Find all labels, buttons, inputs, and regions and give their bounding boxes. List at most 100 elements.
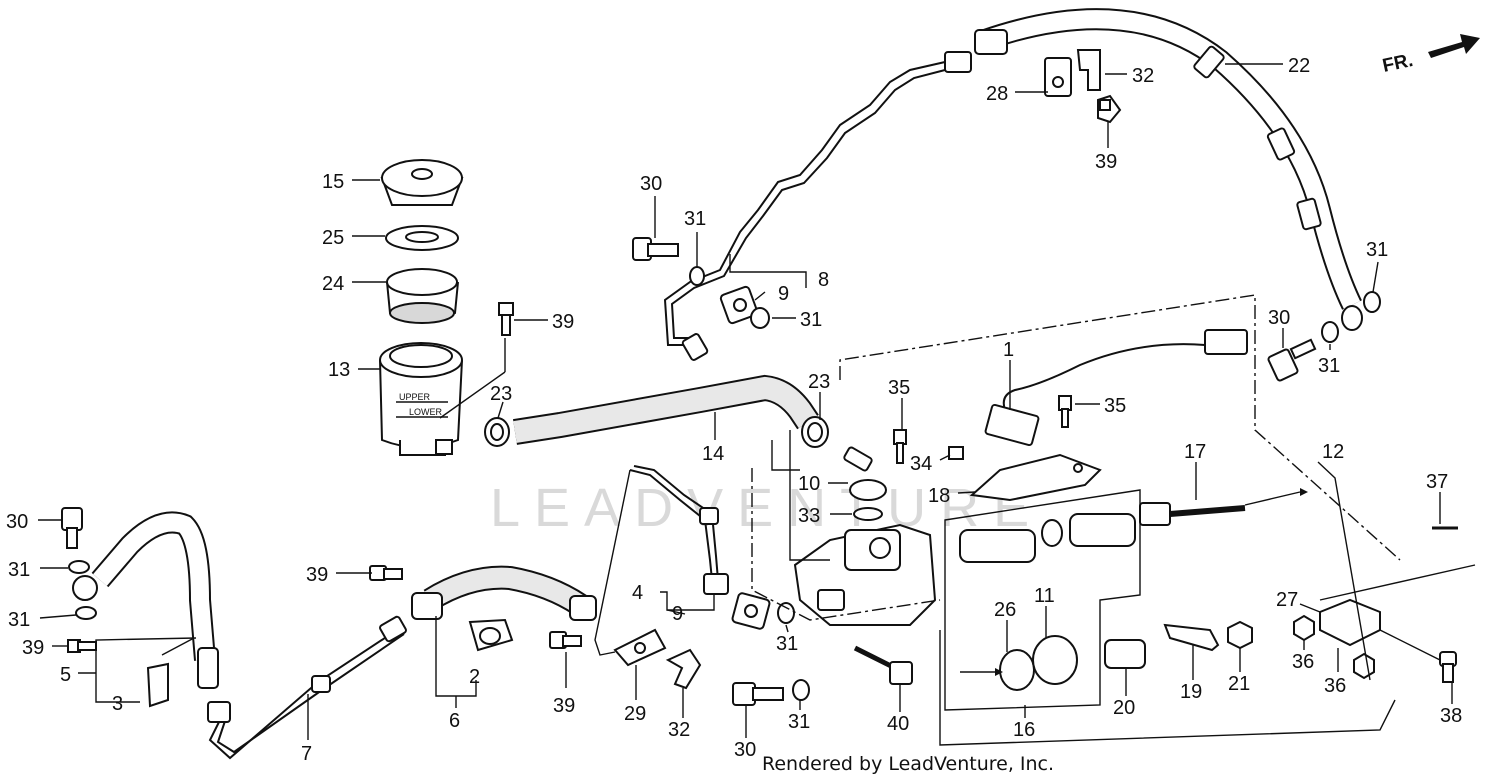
callout-39: 39 <box>306 564 328 586</box>
callout-28: 28 <box>986 83 1008 105</box>
front-arrow-icon <box>1428 34 1480 58</box>
bracket-29 <box>613 628 667 667</box>
reservoir-cap-15 <box>380 159 464 206</box>
callout-38: 38 <box>1440 705 1462 727</box>
bolt-35-left <box>893 429 907 464</box>
callout-10: 10 <box>798 473 820 495</box>
washer-31-left-top <box>68 560 90 574</box>
washer-31-lower <box>777 602 795 624</box>
pin-38 <box>1379 629 1457 683</box>
clutch-hose-5 <box>72 511 219 689</box>
washers-31-right <box>1321 291 1381 343</box>
bolt-35-right <box>1058 395 1072 428</box>
bolt-34 <box>948 446 964 460</box>
callout-31: 31 <box>788 711 810 733</box>
bracket-3 <box>146 662 169 708</box>
callout-7: 7 <box>301 743 312 765</box>
bolt-39-lower <box>549 631 582 649</box>
bolt-30-left <box>61 507 83 549</box>
callout-30: 30 <box>6 511 28 533</box>
upper-brake-pipe <box>663 51 972 346</box>
callout-40: 40 <box>887 713 909 735</box>
seal-33 <box>853 507 883 521</box>
callout-35: 35 <box>1104 395 1126 417</box>
nut-21 <box>1227 620 1253 650</box>
callout-8: 8 <box>818 269 829 291</box>
clip-28-and-32 <box>1044 49 1101 97</box>
spring-20 <box>1104 639 1146 669</box>
callout-5: 5 <box>60 664 71 686</box>
callout-19: 19 <box>1180 681 1202 703</box>
front-direction-label: FR. <box>1381 50 1415 77</box>
flexible-hose-22 <box>974 8 1363 331</box>
pipe-fitting-upper <box>681 333 709 361</box>
washer-31-mid <box>750 307 770 329</box>
nut-36-bottom <box>1353 652 1375 680</box>
bolt-39-middle <box>369 565 403 581</box>
bolt-30-upper <box>632 237 679 261</box>
callout-37: 37 <box>1426 471 1448 493</box>
callout-4: 4 <box>632 582 643 604</box>
cup-11 <box>1032 635 1078 685</box>
callout-30: 30 <box>640 173 662 195</box>
callout-30: 30 <box>734 739 756 761</box>
bolt-40 <box>853 645 913 685</box>
callout-2: 2 <box>469 666 480 688</box>
clamp-2 <box>468 618 514 652</box>
nut-36-top <box>1293 614 1315 642</box>
callout-1: 1 <box>1003 339 1014 361</box>
callout-35: 35 <box>888 377 910 399</box>
bolt-39-left <box>67 639 97 653</box>
bolt-39-top <box>1097 94 1122 124</box>
washer-31-left-bottom <box>75 606 97 620</box>
reservoir-upper-mark: UPPER <box>399 392 431 402</box>
callout-17: 17 <box>1184 441 1206 463</box>
callout-13: 13 <box>328 359 350 381</box>
washer-31-bottom <box>792 679 810 701</box>
callout-31: 31 <box>800 309 822 331</box>
callout-36: 36 <box>1292 651 1314 673</box>
callout-23: 23 <box>808 371 830 393</box>
callout-14: 14 <box>702 443 724 465</box>
callout-9: 9 <box>778 283 789 305</box>
callout-32: 32 <box>668 719 690 741</box>
callout-3: 3 <box>112 693 123 715</box>
callout-9: 9 <box>672 603 683 625</box>
callout-30: 30 <box>1268 307 1290 329</box>
callout-39: 39 <box>552 311 574 333</box>
callout-31: 31 <box>8 559 30 581</box>
hose-clamp-23-right <box>801 416 829 448</box>
piston-kit-16 <box>959 513 1136 691</box>
callout-31: 31 <box>1366 239 1388 261</box>
yoke-27 <box>1319 598 1381 647</box>
pushrod-17 <box>1139 488 1308 526</box>
callout-39: 39 <box>22 637 44 659</box>
callout-31: 31 <box>684 208 706 230</box>
lower-brake-pipe <box>629 465 729 595</box>
bolt-30-lower <box>732 682 784 706</box>
washer-31-upper <box>689 266 705 286</box>
reservoir-lower-mark: LOWER <box>409 407 443 417</box>
clip-32-lower <box>665 648 702 690</box>
callout-6: 6 <box>449 710 460 732</box>
callout-25: 25 <box>322 227 344 249</box>
callout-22: 22 <box>1288 55 1310 77</box>
callout-29: 29 <box>624 703 646 725</box>
front-direction-marker: FR. <box>1381 34 1480 77</box>
callout-39: 39 <box>1095 151 1117 173</box>
callout-24: 24 <box>322 273 344 295</box>
reservoir-filter-24 <box>386 268 459 324</box>
bracket-18 <box>969 453 1102 502</box>
callout-31: 31 <box>1318 355 1340 377</box>
callout-36: 36 <box>1324 675 1346 697</box>
master-cylinder-body <box>793 523 937 626</box>
reservoir-seal-25 <box>385 225 459 251</box>
bolt-30-right <box>1267 338 1317 382</box>
credit-text: Rendered by LeadVenture, Inc. <box>762 753 1054 775</box>
union-9-upper <box>719 285 759 325</box>
callout-26: 26 <box>994 599 1016 621</box>
leader-lines <box>38 63 1453 740</box>
cup-26 <box>999 649 1035 691</box>
callout-31: 31 <box>776 633 798 655</box>
